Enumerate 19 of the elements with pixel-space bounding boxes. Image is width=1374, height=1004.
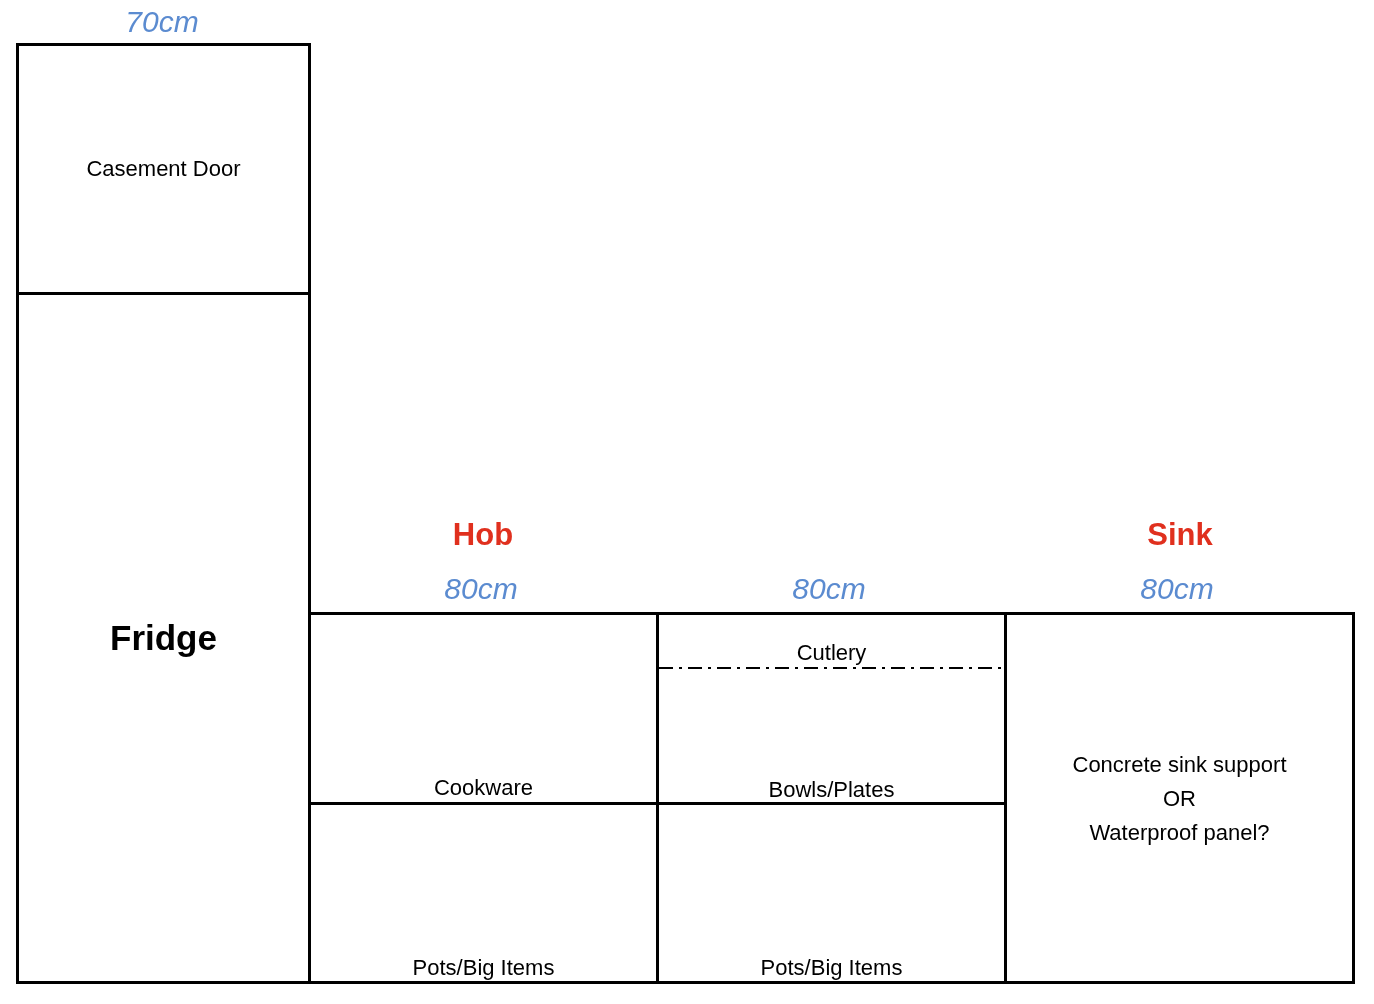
section-heading: Sink <box>1147 517 1213 553</box>
dimension-label: 70cm <box>125 5 199 39</box>
fridge-box <box>16 292 311 984</box>
storage-label: Pots/Big Items <box>411 955 556 981</box>
storage-label: Cookware <box>432 775 534 801</box>
dimension-label: 80cm <box>792 572 866 606</box>
storage-label: Concrete sink support <box>1071 752 1288 778</box>
dimension-label: 80cm <box>1140 572 1214 606</box>
storage-label: Cutlery <box>795 640 868 666</box>
door-box <box>16 43 311 295</box>
appliance-label: Fridge <box>109 618 218 658</box>
storage-label: Pots/Big Items <box>759 955 904 981</box>
storage-label: Casement Door <box>85 156 242 182</box>
dimension-label: 80cm <box>444 572 518 606</box>
sink-cabinet <box>1004 612 1355 984</box>
section-heading: Hob <box>452 517 514 553</box>
storage-label: Bowls/Plates <box>767 777 896 803</box>
storage-label: Waterproof panel? <box>1088 820 1271 846</box>
storage-label: OR <box>1162 786 1197 812</box>
